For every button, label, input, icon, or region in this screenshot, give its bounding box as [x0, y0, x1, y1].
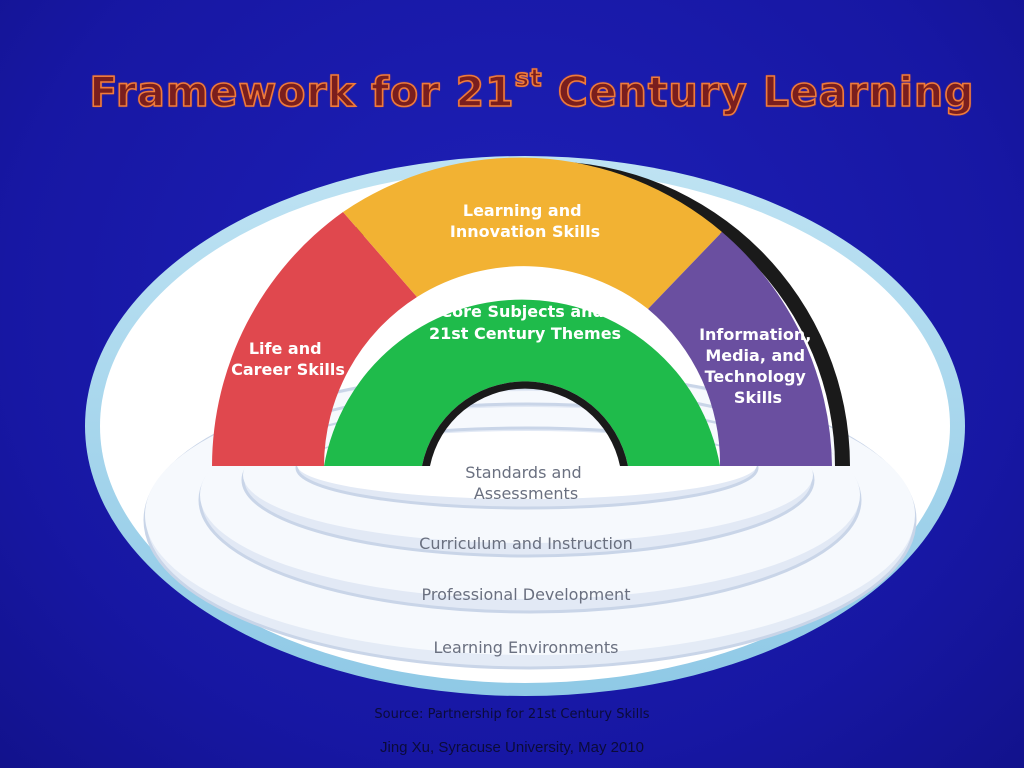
- arch-life-career: [212, 212, 417, 466]
- source-caption: Source: Partnership for 21st Century Ski…: [374, 707, 650, 722]
- label-curriculum-instruction: Curriculum and Instruction: [419, 534, 633, 553]
- label-core-subjects: Core Subjects and 21st Century Themes: [429, 302, 621, 343]
- slide-title: Framework for 21st Century Learning: [0, 63, 1024, 117]
- arch-information-media: [648, 232, 832, 466]
- label-life-career: Life and Career Skills: [231, 339, 345, 379]
- title-main: Framework for 21: [89, 67, 515, 117]
- arch-learning-innovation: [343, 157, 722, 309]
- author-caption: Jing Xu, Syracuse University, May 2010: [379, 739, 644, 756]
- label-learning-environments: Learning Environments: [433, 638, 618, 657]
- label-standards-assessments: Standards and Assessments: [465, 463, 586, 503]
- arch-core-subjects: [324, 299, 720, 466]
- label-information-media: Information, Media, and Technology Skill…: [699, 325, 817, 407]
- label-learning-innovation: Learning and Innovation Skills: [450, 201, 600, 241]
- arch-inner-shadow: [422, 381, 628, 466]
- title-superscript: st: [514, 63, 543, 93]
- title-end: Century Learning: [542, 67, 975, 117]
- label-professional-development: Professional Development: [422, 585, 631, 604]
- outer-arch: [212, 157, 832, 466]
